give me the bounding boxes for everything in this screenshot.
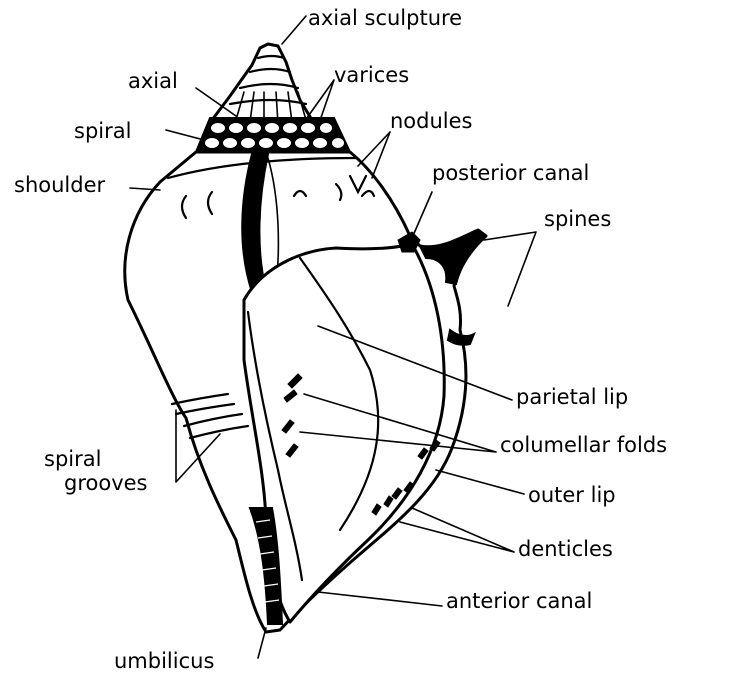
label-axial-sculpture: axial sculpture (308, 6, 462, 30)
leader-outer-lip (436, 470, 524, 494)
label-spiral: spiral (74, 119, 131, 143)
label-umbilicus: umbilicus (114, 649, 214, 673)
label-spiral-grooves-1: spiral (44, 447, 101, 471)
label-posterior-canal: posterior canal (432, 161, 589, 185)
label-parietal-lip: parietal lip (516, 385, 628, 409)
leader-anterior-canal (318, 592, 442, 606)
label-spines: spines (544, 207, 611, 231)
label-spiral-grooves-2: grooves (64, 471, 148, 495)
label-denticles: denticles (518, 537, 613, 561)
leader-posterior-canal (412, 192, 432, 238)
label-shoulder: shoulder (14, 173, 105, 197)
label-columellar-folds: columellar folds (500, 433, 667, 457)
label-nodules: nodules (390, 109, 473, 133)
leader-axial-sculpture (282, 16, 306, 44)
label-anterior-canal: anterior canal (446, 589, 592, 613)
leader-spines (484, 232, 536, 306)
leader-umbilicus (258, 628, 266, 658)
leader-spiral (166, 130, 204, 140)
label-varices: varices (334, 63, 409, 87)
leader-denticles (400, 508, 514, 552)
label-axial: axial (128, 69, 178, 93)
label-outer-lip: outer lip (528, 483, 616, 507)
